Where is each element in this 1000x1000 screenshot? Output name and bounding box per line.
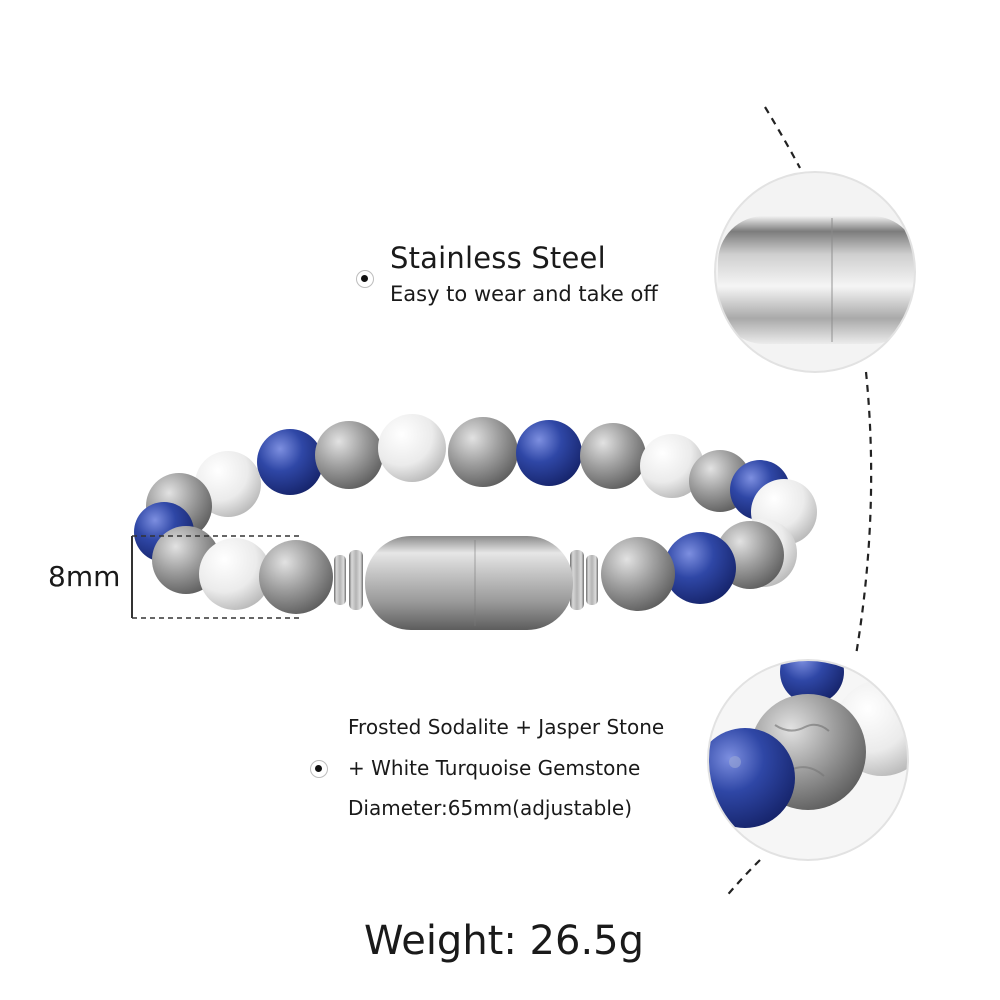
bead-size-marker [131, 535, 300, 619]
bracelet-front-row [152, 519, 797, 630]
bead-jasper [601, 537, 675, 611]
bead-white [378, 414, 446, 482]
spacer-ring [349, 550, 363, 610]
spacer-ring [334, 555, 346, 605]
feature-clasp-title: Stainless Steel [390, 241, 606, 275]
steel-clasp [365, 536, 573, 630]
spacer-ring [570, 550, 584, 610]
connector-dashed-line-top [764, 106, 801, 169]
bead-white [199, 538, 271, 610]
spacer-ring [586, 555, 598, 605]
bead-jasper [448, 417, 518, 487]
bracelet-back-row [134, 414, 817, 562]
bead-sodalite [664, 532, 736, 604]
feature-beads-line-2: + White Turquoise Gemstone [348, 756, 641, 780]
bead-jasper [315, 421, 383, 489]
connector-dashed-line-middle [854, 371, 873, 656]
feature-clasp-subtitle: Easy to wear and take off [390, 282, 658, 306]
bullet-icon [356, 270, 374, 288]
bead-jasper [257, 429, 323, 495]
bead-sodalite [516, 420, 582, 486]
zoom-circle-beads [707, 659, 909, 861]
zoom-circle-clasp [714, 171, 916, 373]
bead-size-label: 8mm [48, 560, 121, 593]
feature-beads-line-1: Frosted Sodalite + Jasper Stone [348, 715, 665, 739]
connector-dashed-line-bottom [724, 859, 761, 899]
weight-label: Weight: 26.5g [364, 918, 644, 964]
bead-jasper [259, 540, 333, 614]
feature-beads-line-3: Diameter:65mm(adjustable) [348, 796, 633, 820]
bead-white [640, 434, 704, 498]
bullet-icon [310, 760, 328, 778]
bead-jasper [580, 423, 646, 489]
